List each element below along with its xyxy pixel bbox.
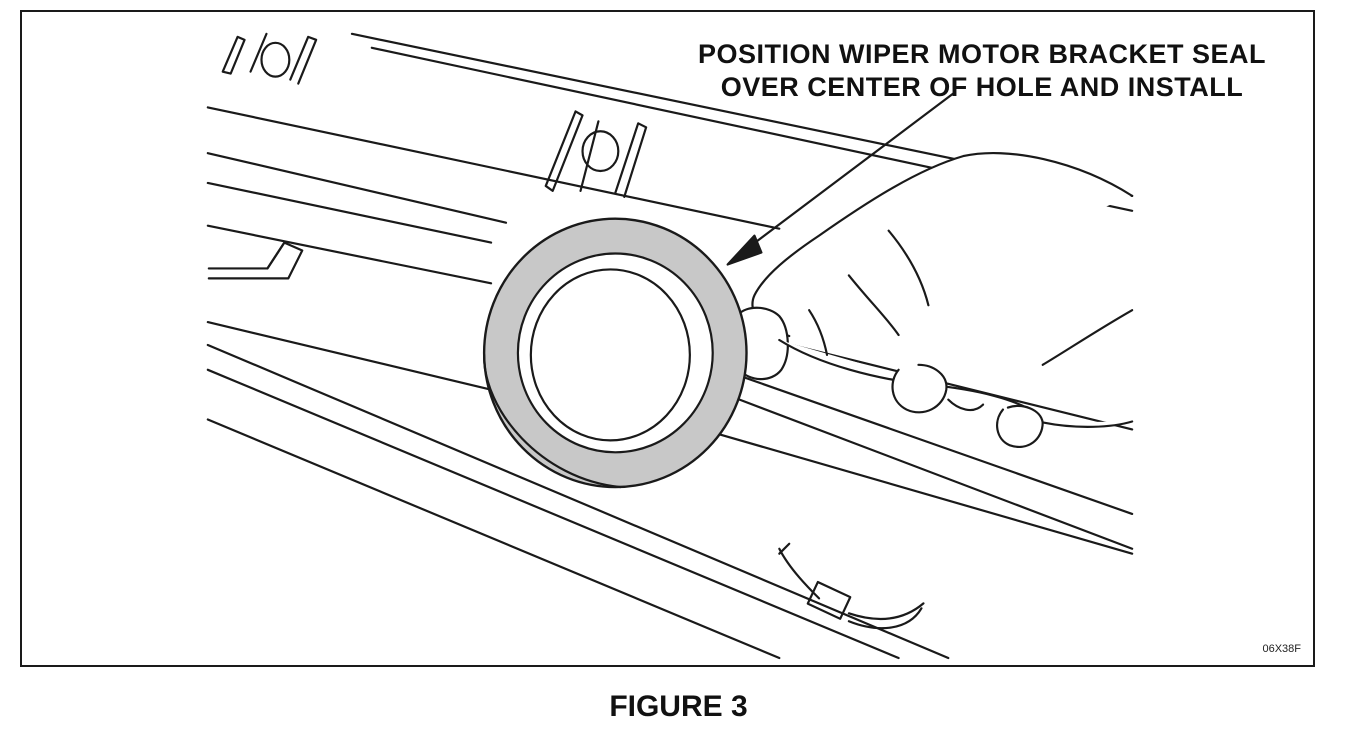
figure-caption: FIGURE 3 [609,690,748,723]
callout-line-1: POSITION WIPER MOTOR BRACKET SEAL [697,39,1267,69]
callout-line-2: OVER CENTER OF HOLE AND INSTALL [720,72,1244,102]
wiper-bracket-seal [482,217,748,489]
wiper-seal-illustration [206,32,1134,660]
callout-label: POSITION WIPER MOTOR BRACKET SEAL OVER C… [662,38,1302,104]
panel-clip-left [207,241,304,280]
wire-clip [778,542,925,630]
bracket-tab-center [544,110,648,198]
hand [732,152,1134,448]
callout-arrow [726,92,955,266]
panel-lines [206,106,1134,660]
drawing-code: 06X38F [1262,643,1301,655]
figure-frame: POSITION WIPER MOTOR BRACKET SEAL OVER C… [20,10,1315,667]
bracket-tab-left [221,32,318,85]
